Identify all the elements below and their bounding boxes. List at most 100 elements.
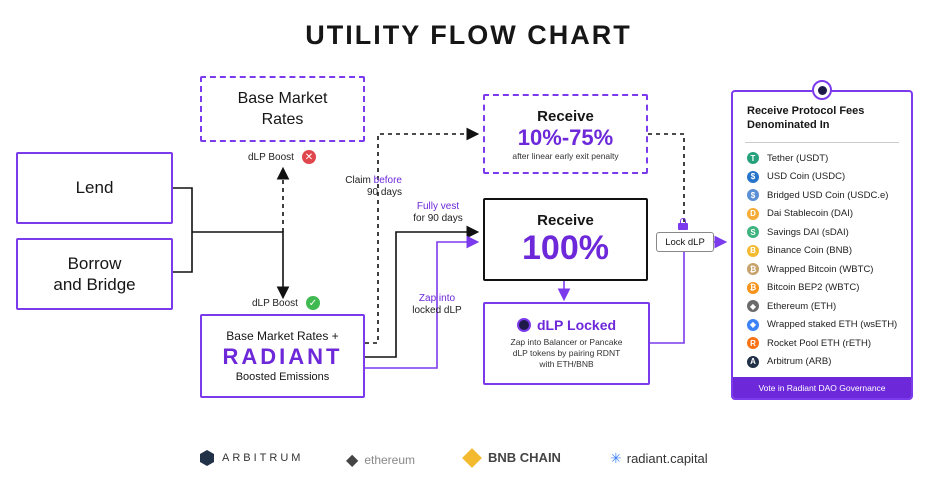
token-icon: T: [747, 152, 759, 165]
receive-full-node: Receive 100%: [483, 198, 648, 281]
dlp-locked-note-1: Zap into Balancer or Pancake: [510, 337, 623, 347]
token-name: Bridged USD Coin (USDC.e): [767, 189, 889, 201]
token-icon: B: [747, 244, 759, 257]
boosted-emissions-node: Base Market Rates + RADIANT Boosted Emis…: [200, 314, 365, 398]
lend-connector: [173, 187, 193, 273]
fees-heading: Receive Protocol Fees Denominated In: [733, 104, 911, 132]
lock-dlp-label: Lock dLP: [665, 236, 705, 248]
protocol-fees-panel: Receive Protocol Fees Denominated In T Te…: [731, 90, 913, 400]
partner-ethereum: ◆ ethereum: [346, 450, 415, 470]
token-name: USD Coin (USDC): [767, 171, 846, 183]
borrow-bridge-node: Borrow and Bridge: [16, 238, 173, 310]
zap-label: Zap into locked dLP: [405, 293, 469, 317]
arbitrum-icon: [200, 450, 214, 466]
dlp-boost-no-label: dLP Boost: [248, 151, 294, 163]
dlp-locked-node: dLP Locked Zap into Balancer or Pancake …: [483, 302, 650, 385]
zap-into-word: Zap into: [418, 293, 456, 304]
page-title: UTILITY FLOW CHART: [305, 20, 632, 50]
token-icon: R: [747, 337, 759, 350]
bnb-icon: [462, 447, 482, 468]
ethereum-label: ethereum: [364, 453, 416, 467]
token-item: R Rocket Pool ETH (rETH): [747, 334, 897, 353]
governance-footer[interactable]: Vote in Radiant DAO Governance: [733, 377, 911, 398]
lend-label: Lend: [75, 178, 114, 197]
token-name: Bitcoin BEP2 (WBTC): [767, 282, 860, 294]
partner-arbitrum: ARBITRUM: [200, 450, 303, 466]
lend-node: Lend: [16, 152, 173, 224]
base-market-rates-node: Base Market Rates: [200, 76, 365, 142]
token-item: S Savings DAI (sDAI): [747, 223, 897, 242]
token-list: T Tether (USDT) $ USD Coin (USDC) $ Bridged U…: [747, 149, 897, 371]
token-item: D Dai Stablecoin (DAI): [747, 205, 897, 224]
token-item: $ USD Coin (USDC): [747, 168, 897, 187]
token-item: B Binance Coin (BNB): [747, 242, 897, 261]
token-icon: ◆: [747, 318, 759, 331]
receive-partial-value: 10%-75%: [517, 124, 614, 150]
token-name: Ethereum (ETH): [767, 300, 837, 312]
token-icon: $: [747, 170, 759, 183]
zap-locked-word: locked dLP: [412, 305, 462, 316]
fully-vest-label: Fully vest for 90 days: [408, 201, 468, 225]
dlp-locked-note-3: with ETH/BNB: [539, 359, 594, 369]
token-item: ₿Wrapped Bitcoin (WBTC): [747, 260, 897, 279]
radiant-logo-icon: [516, 318, 531, 332]
boosted-line1: Base Market Rates +: [226, 329, 339, 343]
token-item: $ Bridged USD Coin (USDC.e): [747, 186, 897, 205]
token-item: ₿Bitcoin BEP2 (WBTC): [747, 279, 897, 298]
radiant-wordmark: RADIANT: [222, 344, 343, 369]
claim-before-label: Claim before 90 days: [340, 175, 402, 199]
token-name: Tether (USDT): [767, 152, 829, 164]
fully-vest-line: [365, 225, 480, 358]
token-item: T Tether (USDT): [747, 149, 897, 168]
lock-icon: [678, 218, 688, 230]
fees-heading-line1: Receive Protocol Fees: [747, 105, 865, 117]
check-icon: ✓: [305, 296, 320, 310]
radiant-label: radiant.capital: [626, 451, 708, 466]
trunk-connector: [192, 231, 290, 300]
fees-heading-line2: Denominated In: [747, 119, 830, 131]
governance-footer-label: Vote in Radiant DAO Governance: [758, 382, 886, 393]
dlp-boost-no: dLP Boost ✕: [248, 150, 316, 164]
dlp-boost-yes: dLP Boost ✓: [252, 296, 320, 310]
receive-partial-note: after linear early exit penalty: [512, 150, 619, 161]
token-icon: ◆: [747, 300, 759, 313]
lock-dlp-badge: Lock dLP: [656, 232, 714, 252]
token-name: Binance Coin (BNB): [767, 245, 853, 257]
token-icon: D: [747, 207, 759, 220]
receive-partial-heading: Receive: [537, 107, 594, 125]
partner-bnb: BNB CHAIN: [462, 447, 561, 468]
fully-vest-days: for 90 days: [413, 213, 463, 224]
receive-full-value: 100%: [522, 229, 609, 267]
dlp-locked-heading: dLP Locked: [536, 317, 617, 333]
radiant-star-icon: ✳: [610, 450, 622, 466]
lock-to-fees: [650, 235, 728, 344]
boosted-line3: Boosted Emissions: [235, 371, 330, 383]
token-icon: A: [747, 355, 759, 368]
claim-days: 90 days: [366, 187, 402, 198]
fully-vest-word: Fully vest: [416, 201, 460, 212]
partner-radiant: ✳ radiant.capital: [610, 450, 708, 467]
receive-full-heading: Receive: [537, 212, 594, 229]
cross-icon: ✕: [301, 150, 316, 164]
token-name: Savings DAI (sDAI): [767, 226, 849, 238]
zap-line: [365, 235, 480, 369]
bridge-label: and Bridge: [53, 275, 136, 294]
token-item: ◆ Wrapped staked ETH (wsETH): [747, 316, 897, 335]
bnb-label: BNB CHAIN: [488, 450, 561, 465]
borrow-label: Borrow: [67, 254, 122, 273]
token-icon: S: [747, 226, 759, 239]
token-name: Wrapped staked ETH (wsETH): [767, 319, 898, 331]
token-name: Rocket Pool ETH (rETH): [767, 337, 871, 349]
partial-dashed: [648, 133, 685, 228]
radiant-badge-icon: [812, 80, 832, 100]
token-name: Dai Stablecoin (DAI): [767, 208, 854, 220]
claim-word: Claim: [345, 175, 371, 186]
dlp-boost-yes-label: dLP Boost: [252, 297, 298, 309]
dlp-locked-note-2: dLP tokens by pairing RDNT: [512, 348, 621, 358]
receive-partial-node: Receive 10%-75% after linear early exit …: [483, 94, 648, 174]
base-market-line2: Rates: [261, 111, 304, 128]
before-word: before: [373, 175, 402, 186]
token-name: Arbitrum (ARB): [767, 356, 832, 368]
token-icon: $: [747, 189, 759, 202]
ethereum-icon: ◆: [346, 452, 359, 469]
